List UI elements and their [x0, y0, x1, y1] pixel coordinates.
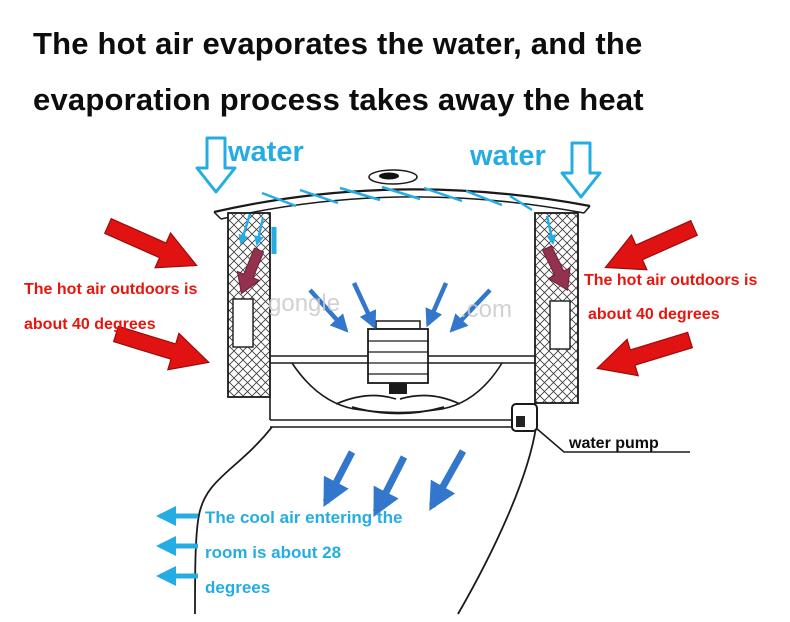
water-label-left: water	[228, 136, 304, 168]
fan-motor	[367, 328, 429, 384]
hot-air-arrow-left-top	[103, 217, 198, 269]
water-pump-body	[511, 403, 538, 432]
hot-air-arrow-right-bottom	[595, 331, 694, 377]
hot-air-arrow-left-bottom	[112, 325, 211, 371]
hot-air-left-line-2: about 40 degrees	[24, 316, 156, 333]
water-inlet-arrow-left	[195, 136, 237, 194]
cool-air-line-2: room is about 28	[205, 543, 342, 562]
cool-air-line-1: The cool air entering the	[205, 508, 403, 527]
water-inlet-arrow-right	[560, 141, 602, 199]
hot-air-right-line-1: The hot air outdoors is	[584, 272, 758, 289]
cool-air-line-3: degrees	[205, 578, 271, 597]
pump-leader-line	[535, 427, 690, 453]
hot-air-arrow-right-top	[604, 219, 699, 271]
internal-airflow-arrows	[308, 282, 492, 333]
fan-blades	[335, 394, 461, 415]
title-line-2: evaporation process takes away the heat	[33, 82, 644, 117]
water-label-right: water	[470, 140, 546, 172]
motor-cap	[375, 320, 421, 330]
water-flow-lines	[238, 185, 557, 254]
cool-air-out-arrows	[156, 506, 198, 586]
water-pump-label: water pump	[569, 435, 659, 452]
watermark-left: gongle	[268, 290, 341, 317]
hot-air-arrows	[103, 217, 699, 377]
watermark-right: .com	[460, 296, 513, 323]
cool-air-duct-arrows	[322, 449, 467, 517]
pad-air-arrow-right	[541, 245, 571, 292]
hot-air-right-line-2: about 40 degrees	[588, 306, 720, 323]
fan-hub	[389, 383, 407, 394]
hot-air-left-line-1: The hot air outdoors is	[24, 281, 198, 298]
pad-air-arrow-left	[236, 247, 265, 295]
title-line-1: The hot air evaporates the water, and th…	[33, 26, 643, 61]
